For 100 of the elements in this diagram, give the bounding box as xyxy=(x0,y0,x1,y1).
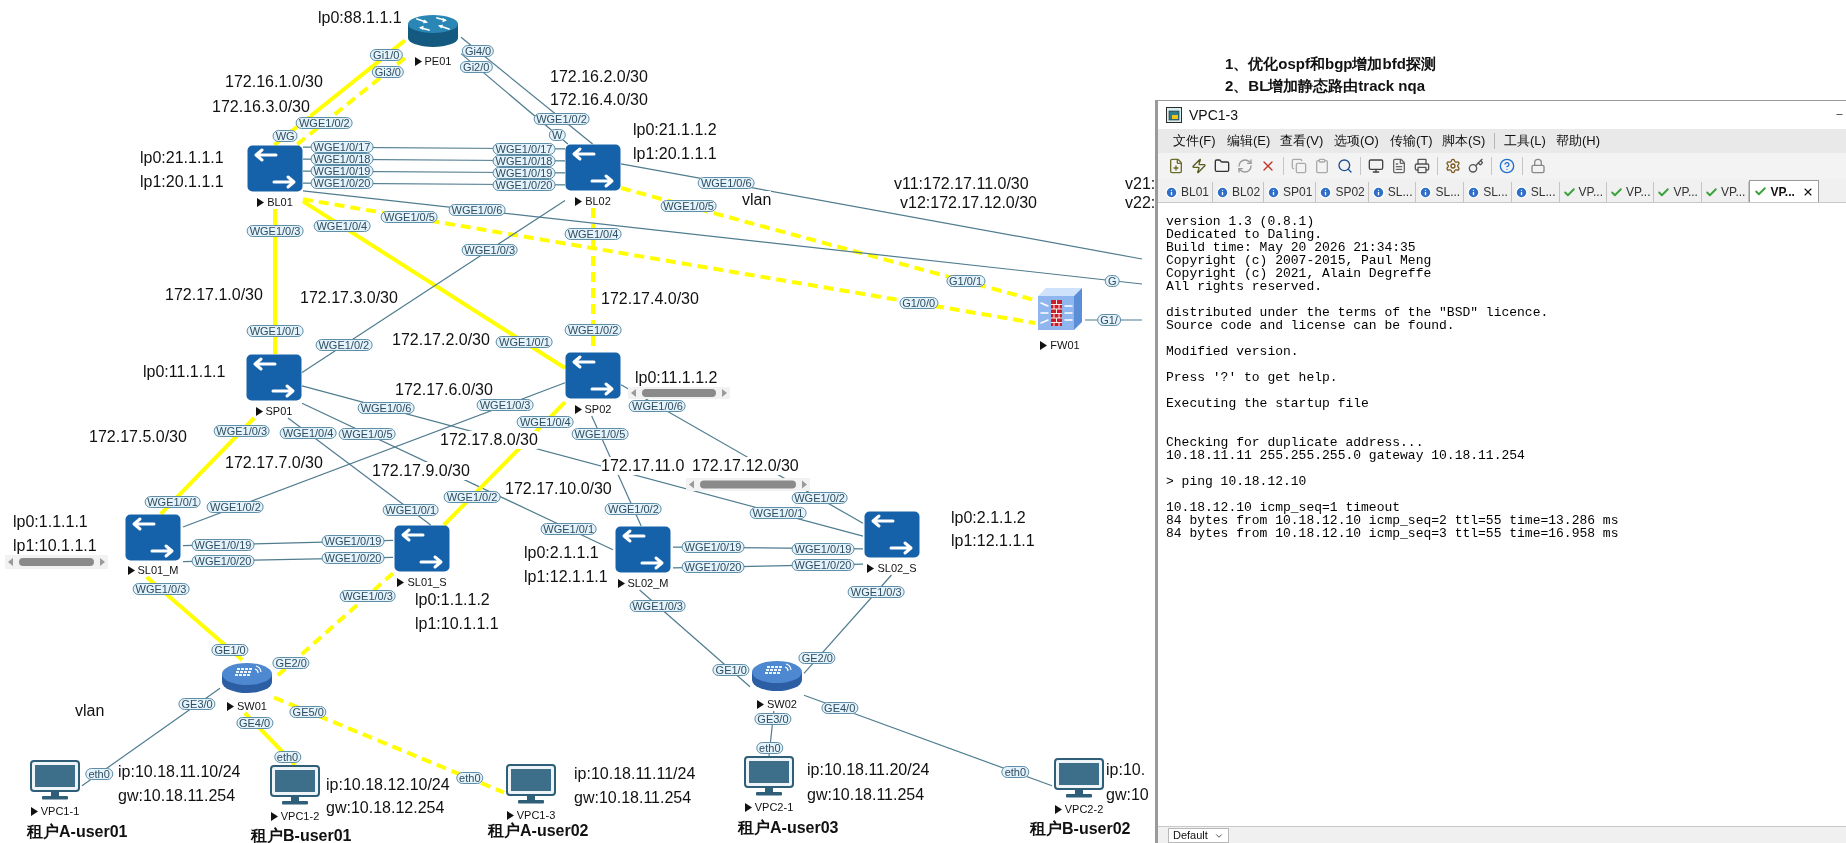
device-label: SW02 xyxy=(767,698,797,711)
device-label: VPC1-1 xyxy=(40,805,80,818)
address-label: ip:10.18.11.10/24 xyxy=(118,763,241,781)
terminal-line: Source code and license can be found. xyxy=(1166,319,1455,332)
port-label: WGE1/0/20 xyxy=(321,552,385,565)
user-label: 租户B-user01 xyxy=(251,827,352,843)
port-label: eth0 xyxy=(1001,766,1030,779)
note-text: 1、优化ospf和bgp增加bfd探测 xyxy=(1225,55,1436,73)
port-label: WGE1/0/4 xyxy=(279,427,337,439)
tab: BL02 xyxy=(1213,182,1265,202)
port-label: WGE1/0/19 xyxy=(191,538,255,551)
link-line xyxy=(273,38,407,147)
terminal-line: > ping 10.18.12.10 xyxy=(1166,475,1307,488)
subnet-label: 172.17.12.0/30 xyxy=(692,457,799,475)
port-label: WGE1/0/2 xyxy=(533,112,590,125)
loopback-label: lp0:1.1.1.2 xyxy=(415,591,490,609)
port-label: G1/0/0 xyxy=(899,297,939,310)
terminal-line: distributed under the terms of the "BSD" licence. xyxy=(1166,306,1549,319)
port-label: WGE1/0/2 xyxy=(315,339,373,352)
port-label: WGE1/0/5 xyxy=(571,428,629,441)
dashed-link-line xyxy=(273,695,505,795)
address-label: gw:10.18.11.254 xyxy=(118,787,236,805)
active-tab: VP... xyxy=(1749,180,1819,202)
port-label: Gi3/0 xyxy=(371,65,404,78)
port-label: WGE1/0/19 xyxy=(681,541,745,554)
loopback-label: lp0:21.1.1.1 xyxy=(140,149,224,167)
dashed-link-line xyxy=(295,56,407,147)
port-label: GE2/0 xyxy=(798,652,836,665)
device-label: SP02 xyxy=(584,403,612,416)
tab: SL... xyxy=(1368,182,1417,202)
tab: VP... xyxy=(1559,182,1607,202)
loopback-label: lp0:21.1.1.2 xyxy=(633,121,717,139)
port-label: WGE1/0/1 xyxy=(382,504,440,516)
dashed-link-line xyxy=(620,186,1036,303)
terminal-line: Executing the startup file xyxy=(1166,397,1369,410)
port-label: WGE1/0/1 xyxy=(144,495,201,508)
device-label: SP01 xyxy=(265,405,293,418)
port-label: WGE1/0/3 xyxy=(132,583,190,596)
port-label: WGE1/0/4 xyxy=(564,228,622,240)
terminal-line: Modified version. xyxy=(1166,345,1299,358)
device-label: SL02_S xyxy=(877,562,917,575)
port-label: eth0 xyxy=(273,751,302,764)
port-label: WGE1/0/20 xyxy=(310,177,374,190)
dashed-link-line xyxy=(302,197,1036,325)
port-label: WGE1/0/5 xyxy=(338,427,396,440)
port-label: WGE1/0/6 xyxy=(357,402,415,415)
port-label: WGE1/0/2 xyxy=(605,502,662,515)
port-label: WGE1/0/1 xyxy=(749,507,807,520)
port-label: WGE1/0/2 xyxy=(564,324,622,336)
terminal-line: Press '?' to get help. xyxy=(1166,371,1338,384)
address-label: gw:10.18.12.254 xyxy=(326,799,445,817)
terminal-line: 84 bytes from 10.18.12.10 icmp_seq=3 ttl=55 time=16.958 ms xyxy=(1166,527,1619,540)
port-label: WGE1/0/2 xyxy=(207,501,264,514)
user-label: 租户A-user02 xyxy=(488,822,589,840)
port-label: WGE1/0/1 xyxy=(540,522,598,535)
port-label: GE2/0 xyxy=(272,657,310,670)
port-label: WGE1/0/19 xyxy=(321,535,385,548)
port-label: WGE1/0/4 xyxy=(516,416,574,429)
terminal-line: 10.18.11.11 255.255.255.0 gateway 10.18.11.254 xyxy=(1166,449,1525,462)
session-dropdown: Default xyxy=(1168,828,1229,843)
port-label: WGE1/0/20 xyxy=(791,559,855,571)
port-label: WGE1/0/18 xyxy=(310,153,374,166)
port-label: GE3/0 xyxy=(178,698,216,711)
link-line xyxy=(620,163,1143,260)
device-label: SL01_S xyxy=(407,576,447,589)
port-label: WGE1/0/19 xyxy=(310,165,374,178)
device-label: SW01 xyxy=(237,700,267,713)
menu-item: 查看(V) xyxy=(1280,133,1324,149)
tab: VP... xyxy=(1654,182,1702,202)
port-label: GE5/0 xyxy=(289,705,327,718)
terminal-line: Dedicated to Daling. xyxy=(1166,228,1323,241)
address-label: ip:10.18.11.20/24 xyxy=(807,761,930,779)
note-text: 2、BL增加静态路由track nqa xyxy=(1225,77,1426,95)
menu-item: 脚本(S) xyxy=(1442,133,1486,149)
port-label: WGE1/0/2 xyxy=(443,490,501,503)
address-label: ip:10. xyxy=(1106,761,1146,779)
device-label: SL01_M xyxy=(137,564,179,577)
terminal-line: Copyright (c) 2007-2015, Paul Meng xyxy=(1166,254,1432,267)
menu-item: 帮助(H) xyxy=(1556,133,1601,149)
loopback-label: lp1:12.1.1.1 xyxy=(951,532,1035,550)
port-label: WGE1/0/17 xyxy=(310,141,374,154)
loopback-label: lp1:20.1.1.1 xyxy=(633,145,717,163)
port-label: Gi4/0 xyxy=(461,45,495,58)
link-line xyxy=(159,416,256,516)
address-label: ip:10.18.12.10/24 xyxy=(326,776,450,794)
device-label: BL01 xyxy=(267,196,293,209)
terminal-line: Checking for duplicate address... xyxy=(1166,436,1424,449)
loopback-label: lp1:20.1.1.1 xyxy=(140,173,224,191)
user-label: 租户A-user01 xyxy=(27,823,128,841)
port-label: WGE1/0/6 xyxy=(448,204,506,217)
address-label: gw:10.18.11.254 xyxy=(807,786,925,804)
loopback-label: lp0:1.1.1.1 xyxy=(13,513,88,531)
address-label: gw:10.18.11.254 xyxy=(574,789,692,807)
port-label: WGE1/0/17 xyxy=(492,142,556,155)
tab: VP... xyxy=(1607,182,1655,202)
tab: SP02 xyxy=(1316,182,1369,202)
port-label: WGE1/0/5 xyxy=(660,200,717,213)
menu-item: 文件(F) xyxy=(1173,133,1216,149)
loopback-label: lp1:10.1.1.1 xyxy=(415,615,499,633)
subnet-label: 172.16.3.0/30 xyxy=(212,98,310,116)
